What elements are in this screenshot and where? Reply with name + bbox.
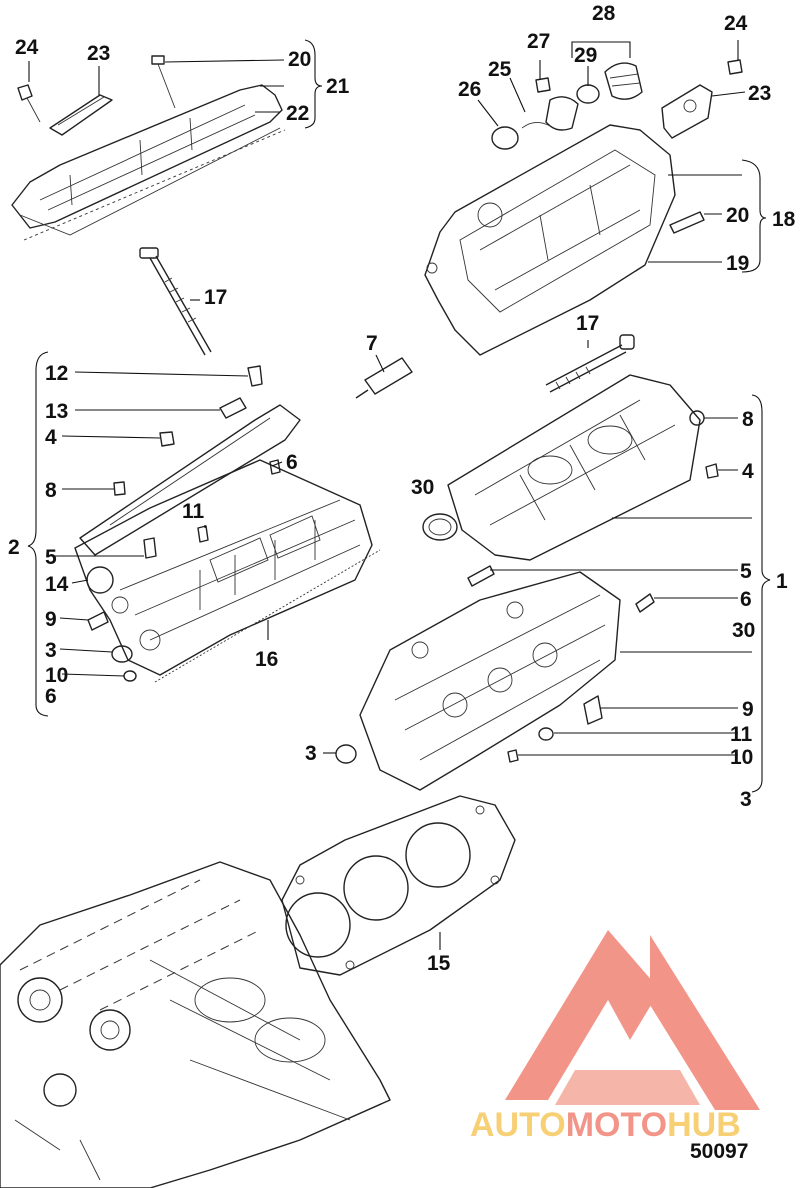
left-valve-cover: [11, 84, 286, 241]
callout-5-left: 5: [45, 546, 57, 569]
logo-triangle-left: [505, 930, 660, 1100]
logo-base: [555, 1070, 700, 1105]
callout-26: 26: [458, 78, 481, 101]
brand-logo: AUTOMOTOHUB: [470, 930, 760, 1144]
right-cylinder-head: [447, 374, 701, 561]
callout-28: 28: [592, 2, 616, 25]
callout-27: 27: [527, 30, 550, 53]
logo-triangle-right: [650, 935, 760, 1110]
callout-9-left: 9: [45, 608, 57, 631]
callout-24-left: 24: [15, 36, 39, 59]
callout-13: 13: [45, 400, 68, 423]
callout-6-right: 6: [740, 588, 752, 611]
callout-24-right: 24: [724, 12, 748, 35]
left-cylinder-head: [74, 459, 373, 676]
callout-23-right: 23: [748, 82, 771, 105]
callout-10-left: 10: [45, 664, 68, 687]
callout-29: 29: [574, 44, 597, 67]
tube-25: [521, 96, 579, 131]
callout-11-right: 11: [730, 723, 753, 746]
callout-25: 25: [488, 58, 512, 81]
callout-3-right: 3: [740, 788, 752, 811]
callout-30-lower: 30: [732, 619, 755, 642]
right-valve-cover: [424, 124, 676, 356]
callout-20-left: 20: [288, 48, 311, 71]
engine-block: [0, 861, 391, 1188]
plug-26: [491, 126, 519, 150]
callout-11-left: 11: [182, 500, 205, 523]
callout-4-right: 4: [742, 460, 754, 483]
oil-filler-cap: [604, 62, 643, 100]
callout-3-left: 3: [45, 639, 57, 662]
callout-20-right: 20: [726, 204, 749, 227]
sealant-tube: [355, 357, 413, 399]
right-lower-head: [359, 571, 621, 791]
callout-19: 19: [726, 252, 749, 275]
logo-word-moto: MOTO: [566, 1106, 667, 1144]
bolt-24-right: [727, 59, 743, 75]
callout-5-right: 5: [740, 560, 752, 583]
left-rocker-cover-rail: [79, 404, 301, 556]
callout-9-right: 9: [742, 698, 754, 721]
callout-7: 7: [366, 332, 378, 355]
callout-17-left: 17: [204, 286, 227, 309]
coil-bracket-left: [49, 94, 113, 136]
callout-17-right: 17: [576, 312, 599, 335]
logo-word-hub: HUB: [667, 1106, 741, 1144]
bolt-20-left: [151, 55, 176, 109]
callout-6-left-bottom: 6: [45, 685, 57, 708]
callout-8-left: 8: [45, 479, 57, 502]
logo-word-auto: AUTO: [470, 1106, 566, 1144]
callout-2: 2: [8, 536, 20, 559]
callout-22: 22: [286, 102, 309, 125]
head-bolt-17-left: [139, 247, 212, 356]
callout-10-right: 10: [730, 746, 753, 769]
left-head-gasket-16: [154, 549, 381, 683]
coil-bracket-right: [661, 84, 713, 139]
callout-23-left: 23: [87, 42, 110, 65]
callout-12: 12: [45, 362, 68, 385]
callout-16: 16: [255, 648, 278, 671]
callout-1: 1: [776, 570, 788, 593]
callout-21: 21: [326, 75, 350, 98]
callout-6-left-top: 6: [286, 451, 298, 474]
bolt-24-left: [17, 84, 41, 123]
callout-labels: 24 23 20 21 22 28 27 25 29 26 24 23 18 2…: [8, 2, 796, 975]
callout-3-middle: 3: [305, 742, 317, 765]
sensor-27: [535, 77, 551, 93]
callout-30-upper: 30: [411, 476, 434, 499]
head-gasket-15: [281, 795, 516, 976]
callout-15: 15: [427, 952, 451, 975]
seal-29: [576, 84, 600, 104]
figure-number: 50097: [690, 1140, 748, 1163]
callout-8-right: 8: [742, 408, 754, 431]
callout-14: 14: [45, 573, 69, 596]
head-bolt-17-right: [545, 334, 635, 393]
callout-4-left: 4: [45, 426, 57, 449]
bolt-20-right: [669, 211, 705, 234]
logo-wordmark: AUTOMOTOHUB: [470, 1106, 741, 1144]
callout-18: 18: [772, 208, 796, 231]
leader-lines: [27, 39, 771, 950]
